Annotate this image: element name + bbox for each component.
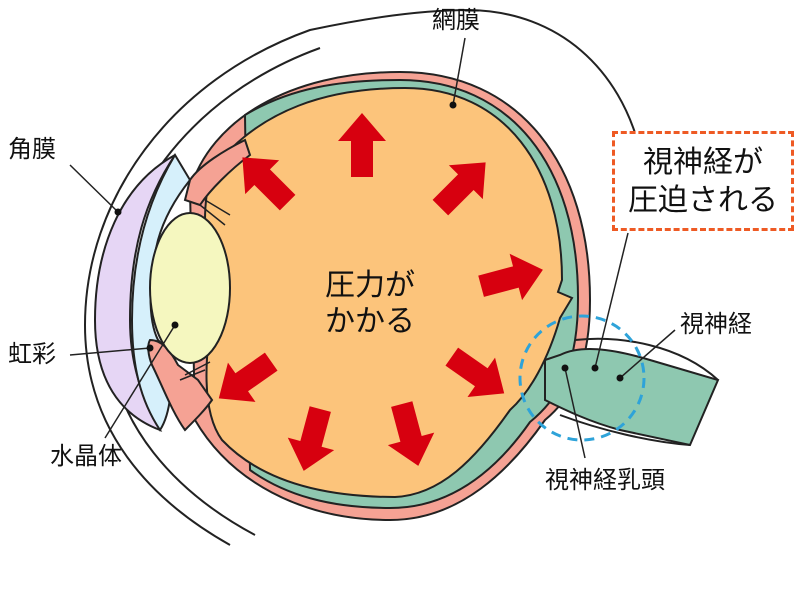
leader-optic-disc	[564, 367, 586, 459]
optic-nerve-sheath	[559, 337, 719, 446]
label-retina: 網膜	[432, 6, 480, 34]
callout-box: 視神経が 圧迫される	[612, 131, 794, 231]
anterior-chamber	[130, 153, 192, 432]
iris-top	[183, 138, 252, 207]
leader-lens	[104, 324, 176, 439]
red-arrow-icon	[445, 347, 505, 397]
red-arrow-icon	[242, 157, 296, 211]
callout-line-1: 視神経が	[643, 145, 763, 180]
red-arrow-icon	[478, 253, 543, 301]
label-cornea: 角膜	[8, 135, 56, 163]
label-iris: 虹彩	[8, 340, 56, 368]
pressure-arrows	[218, 113, 543, 471]
center-pressure-line-1: 圧力が	[325, 268, 415, 303]
leader-callout	[594, 232, 629, 369]
leader-cornea	[69, 164, 119, 213]
center-pressure-text: 圧力が かかる	[310, 268, 430, 340]
label-optic-disc: 視神経乳頭	[545, 466, 665, 494]
red-arrow-icon	[218, 352, 278, 402]
optic-disc-highlight-circle	[518, 314, 646, 442]
leader-iris	[69, 347, 151, 356]
leader-lines	[69, 37, 676, 459]
lens-shape	[149, 212, 231, 364]
leader-dots	[114, 101, 624, 382]
red-arrow-icon	[387, 401, 435, 466]
red-arrow-icon	[432, 162, 486, 216]
zonule-fibers	[179, 199, 231, 381]
sclera-outline	[83, 8, 641, 546]
cornea-shape	[93, 154, 176, 432]
leader-retina	[452, 37, 466, 106]
label-lens: 水晶体	[50, 442, 122, 470]
label-optic-nerve: 視神経	[680, 310, 752, 338]
red-arrow-icon	[338, 113, 386, 177]
red-arrow-icon	[287, 406, 335, 471]
callout-line-2: 圧迫される	[628, 183, 778, 218]
center-pressure-line-2: かかる	[325, 304, 415, 339]
optic-nerve-shape	[544, 347, 720, 447]
leader-optic-nerve	[619, 329, 676, 379]
